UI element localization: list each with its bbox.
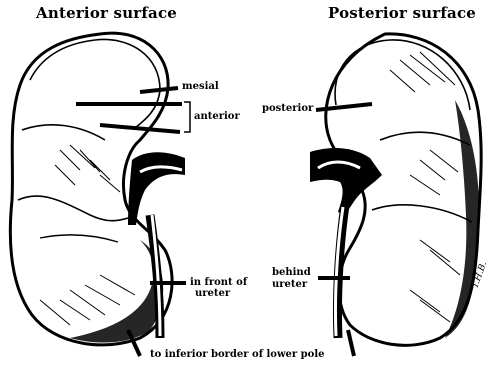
posterior-surface-title: Posterior surface [328,4,476,22]
probe-posterior-inferior [348,330,354,356]
anterior-renal-vessels [128,152,185,225]
label-in-front-of: in front of [190,278,247,288]
label-inferior-border: to inferior border of lower pole [150,350,325,360]
label-ureter-right: ureter [272,280,307,290]
anterior-bracket [184,102,190,132]
posterior-kidney [310,34,481,356]
label-anterior: anterior [194,112,240,122]
label-ureter-left: ureter [195,289,230,299]
label-mesial: mesial [182,82,219,92]
label-behind: behind [272,268,311,278]
anterior-surface-title: Anterior surface [36,4,177,22]
anterior-kidney [10,33,190,356]
label-posterior: posterior [262,104,313,114]
